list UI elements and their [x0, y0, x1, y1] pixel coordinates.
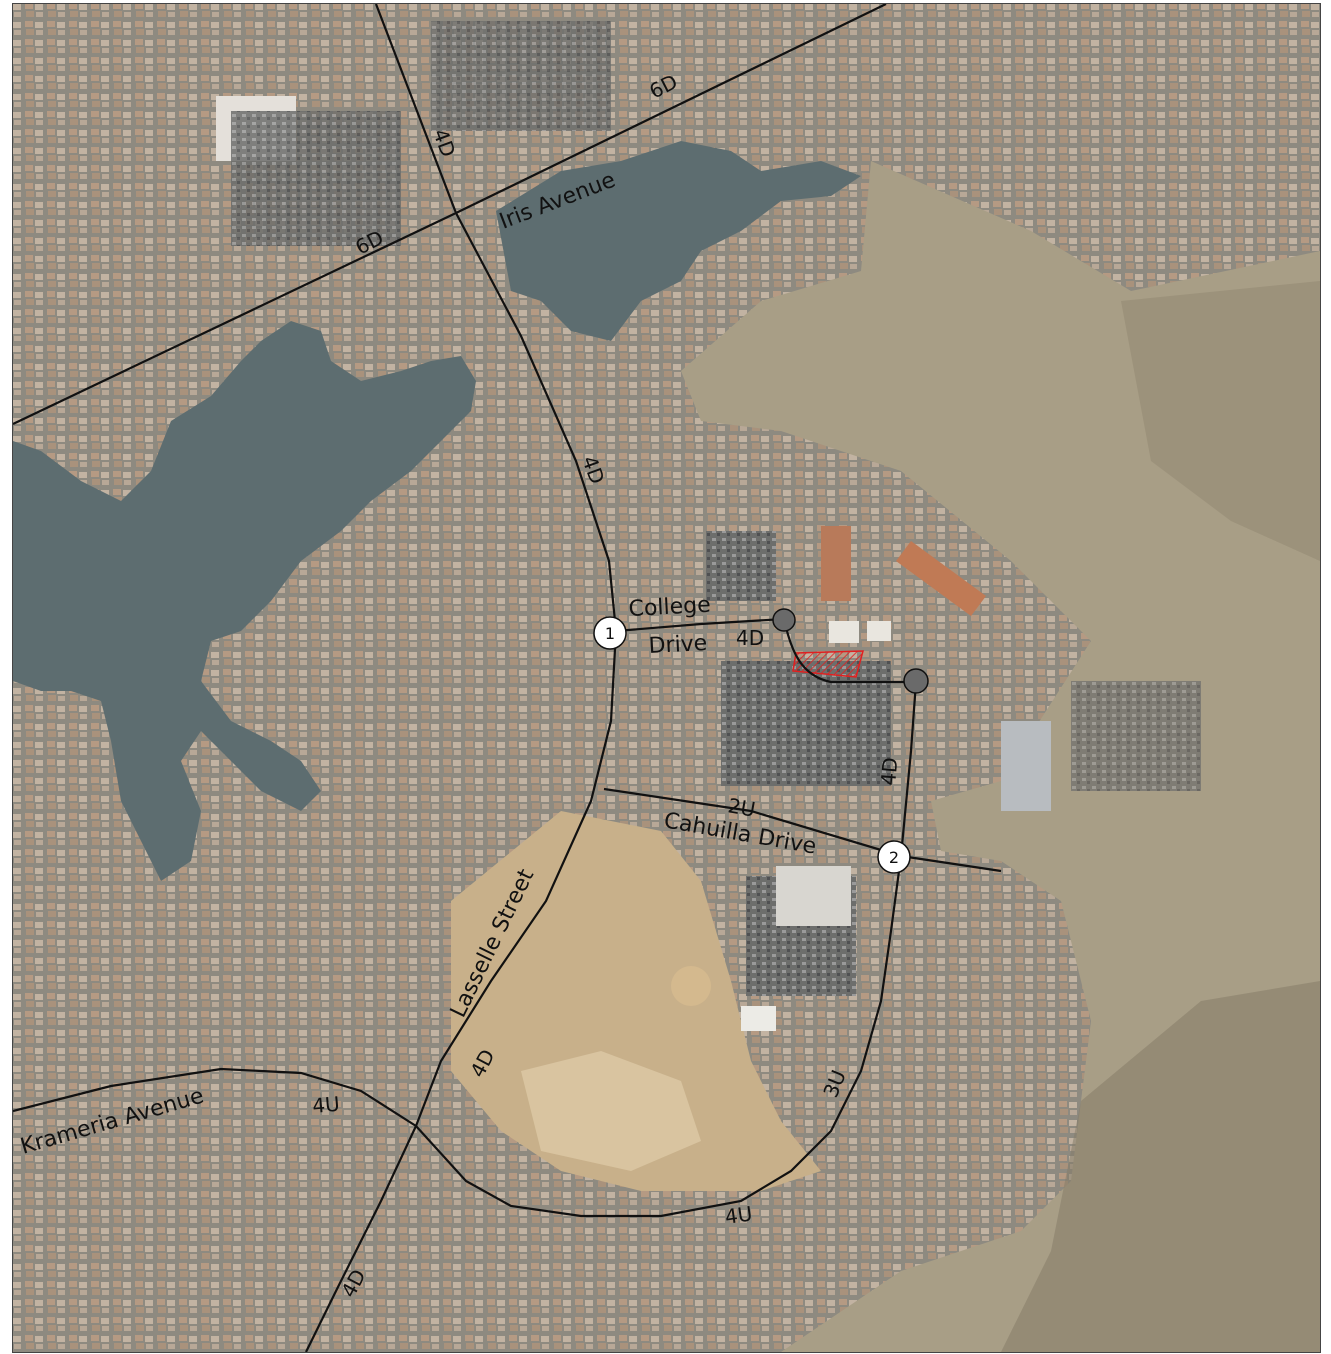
lane-label-campus-connector: 4D: [876, 756, 902, 786]
cul-de-sac-east: [903, 668, 929, 694]
college-drive-label-line1: College: [628, 593, 711, 622]
lake-main: [13, 321, 476, 881]
lake-north: [496, 141, 861, 341]
east-loop-line: [415, 855, 903, 1218]
ballfield: [671, 966, 711, 1006]
school-building-2: [741, 1006, 776, 1031]
lane-label-krameria: 4U: [311, 1092, 340, 1118]
east-parking: [1071, 681, 1201, 791]
shopping-parking: [231, 111, 401, 246]
intersection-2-number: 2: [889, 848, 899, 867]
cul-de-sac-west: [772, 608, 796, 632]
campus-parking-north: [706, 531, 776, 601]
east-buildings: [1001, 721, 1051, 811]
lane-label-college: 4D: [736, 626, 764, 650]
cahuilla-drive-line: [603, 787, 1002, 873]
krameria-avenue-line: [13, 1067, 417, 1127]
campus-building: [821, 526, 851, 601]
college-drive-line: [615, 617, 785, 633]
lane-label-cahuilla: 2U: [726, 793, 757, 821]
intersection-1-marker[interactable]: 1: [593, 616, 627, 650]
lane-label-loop-south: 4U: [723, 1201, 753, 1229]
hills-shadow-south: [1001, 981, 1320, 1352]
campus-building-white-2: [867, 621, 891, 641]
school-building: [776, 866, 851, 926]
commercial-ne: [431, 21, 611, 131]
campus-building-white: [829, 621, 859, 643]
map-canvas: 1 2 Iris Avenue Lasselle Street Krameria…: [13, 4, 1320, 1352]
campus-connector-line: [782, 618, 918, 857]
aerial-map: 1 2 Iris Avenue Lasselle Street Krameria…: [12, 3, 1321, 1353]
college-drive-label-line2: Drive: [648, 631, 708, 659]
project-site: [792, 650, 864, 678]
road-network: [13, 4, 1002, 1352]
hills-shadow: [1121, 281, 1320, 561]
construction-dirt: [521, 1051, 701, 1171]
intersection-1-number: 1: [605, 624, 615, 643]
campus-building-long: [896, 541, 986, 616]
lasselle-street-line: [305, 4, 618, 1352]
intersection-2-marker[interactable]: 2: [877, 840, 911, 874]
campus-parking: [721, 661, 891, 786]
